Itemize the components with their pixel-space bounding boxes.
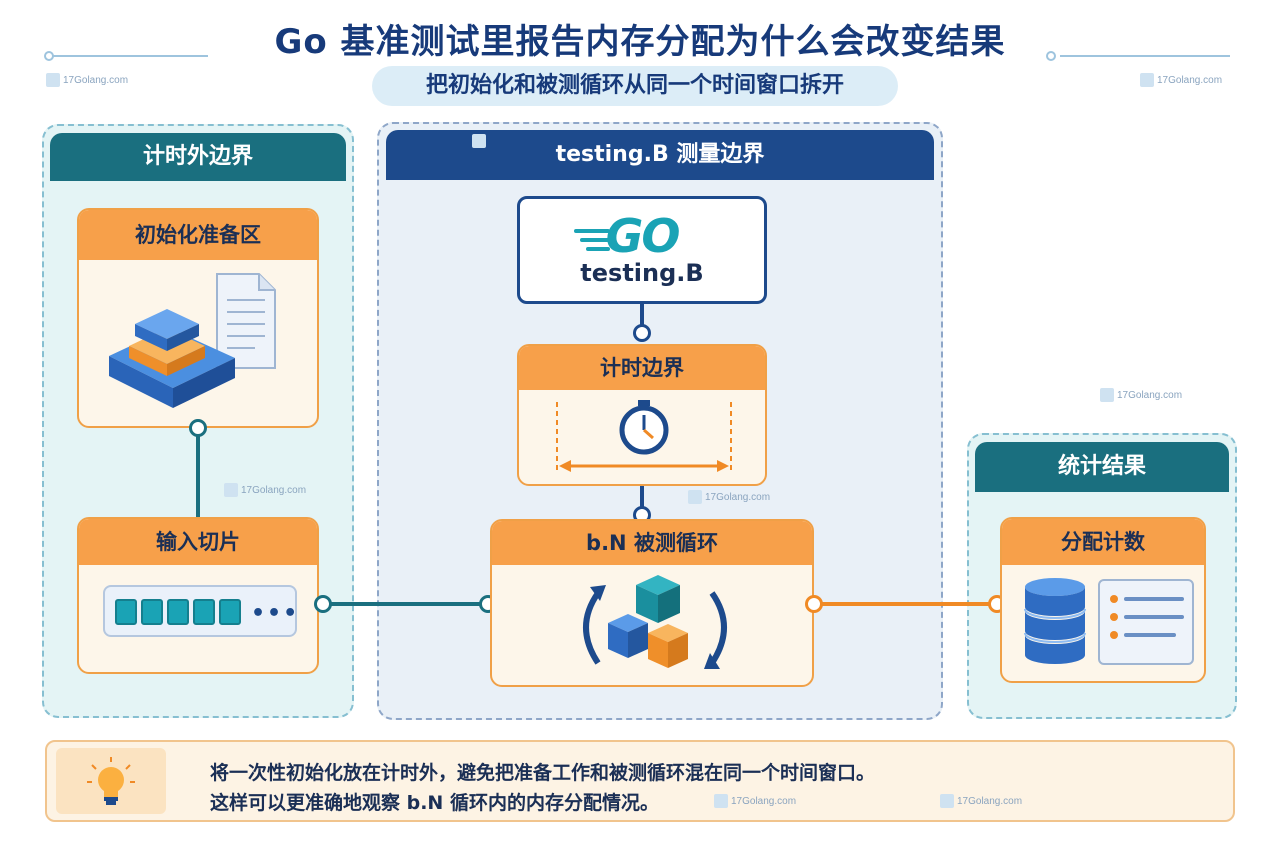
watermark: 17Golang.com	[714, 794, 796, 808]
lightbulb-icon	[87, 757, 135, 805]
go-testing-label: testing.B	[580, 259, 704, 287]
slice-elements	[115, 599, 241, 625]
slice-cell	[141, 599, 163, 625]
list-lines	[1110, 595, 1184, 639]
watermark-logo-icon	[688, 490, 702, 504]
connector-line	[640, 486, 644, 508]
init-prep-card: 初始化准备区	[77, 208, 319, 428]
slice-cell	[115, 599, 137, 625]
footer-line-2: 这样可以更准确地观察 b.N 循环内的内存分配情况。	[210, 792, 659, 814]
watermark: 17Golang.com	[688, 490, 770, 504]
connector-node	[314, 595, 332, 613]
alloc-count-card: 分配计数	[1000, 517, 1206, 683]
bn-loop-card: b.N 被测循环	[490, 519, 814, 687]
watermark: 17Golang.com	[1100, 388, 1182, 402]
slice-icon: •••	[103, 585, 297, 637]
connector-line	[822, 602, 990, 606]
cycle-arrows-icon	[583, 575, 727, 669]
connector-line	[640, 304, 644, 326]
document-icon	[216, 273, 276, 369]
watermark-logo-icon	[714, 794, 728, 808]
speed-lines-icon	[574, 229, 610, 251]
title-line-left	[52, 55, 208, 57]
watermark: 17Golang.com	[46, 73, 128, 87]
database-stack-icon	[109, 273, 276, 408]
input-slice-card-title: 输入切片	[79, 519, 317, 565]
input-slice-card: 输入切片 •••	[77, 517, 319, 674]
stopwatch-icon	[556, 400, 732, 472]
slice-cell	[167, 599, 189, 625]
watermark-logo-icon	[472, 134, 486, 148]
init-prep-card-title: 初始化准备区	[79, 210, 317, 260]
subtitle: 把初始化和被测循环从同一个时间窗口拆开	[372, 66, 898, 106]
watermark: 17Golang.com	[224, 483, 306, 497]
watermark: 17Golang.com	[940, 794, 1022, 808]
title-dot-left	[44, 51, 54, 61]
database-icon	[1024, 578, 1086, 664]
footer-note	[45, 740, 1235, 822]
footer-line-1: 将一次性初始化放在计时外，避免把准备工作和被测循环混在同一个时间窗口。	[210, 762, 876, 784]
go-testing-card: GO testing.B	[517, 196, 767, 304]
connector-node	[189, 419, 207, 437]
slice-cell	[193, 599, 215, 625]
ellipsis-icon: •••	[251, 601, 300, 626]
alloc-count-card-title: 分配计数	[1002, 519, 1204, 565]
right-panel-title: 统计结果	[975, 442, 1229, 492]
left-panel-title: 计时外边界	[50, 133, 346, 181]
watermark-logo-icon	[940, 794, 954, 808]
watermark-logo-icon	[224, 483, 238, 497]
go-logo: GO	[605, 209, 681, 263]
slice-cell	[219, 599, 241, 625]
timing-boundary-card-title: 计时边界	[519, 346, 765, 390]
bn-loop-card-title: b.N 被测循环	[492, 521, 812, 565]
footer-icon-box	[56, 748, 166, 814]
init-prep-illustration	[99, 266, 299, 424]
watermark-logo-icon	[1100, 388, 1114, 402]
connector-line	[196, 436, 200, 518]
watermark	[472, 134, 486, 148]
timing-boundary-card: 计时边界	[517, 344, 767, 486]
watermark-logo-icon	[1140, 73, 1154, 87]
connector-node	[633, 324, 651, 342]
list-icon	[1098, 579, 1194, 665]
title-dot-right	[1046, 51, 1056, 61]
page-title: Go 基准测试里报告内存分配为什么会改变结果	[274, 22, 1006, 62]
cubes-icon	[608, 575, 688, 668]
title-line-right	[1060, 55, 1230, 57]
watermark-logo-icon	[46, 73, 60, 87]
connector-line	[331, 602, 481, 606]
watermark: 17Golang.com	[1140, 73, 1222, 87]
connector-node	[805, 595, 823, 613]
middle-panel-title: testing.B 测量边界	[386, 130, 934, 180]
